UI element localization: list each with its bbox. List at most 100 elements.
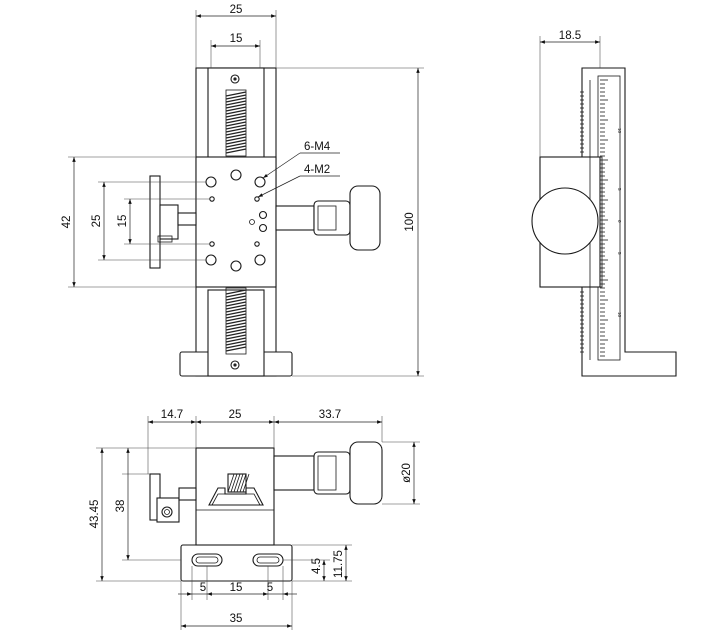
bottom-knob-collar (313, 451, 351, 495)
center-mark (249, 219, 255, 225)
side-knob (531, 187, 599, 255)
callout-m4: 6-M4 (304, 141, 331, 153)
front-view: 25 15 100 42 25 15 6-M4 4-M2 (61, 4, 424, 377)
hatch-line (225, 139, 247, 145)
hatch-line (236, 473, 244, 493)
center-pin (258, 210, 268, 220)
center-pin (258, 223, 268, 233)
dim-front-height: 100 (404, 212, 416, 231)
hatch-line (225, 121, 247, 127)
hatch-line (225, 109, 247, 115)
hatch-line (225, 97, 247, 103)
front-knob-shaft (275, 205, 315, 231)
hatch-line (225, 307, 247, 313)
hatch-line (225, 319, 247, 325)
m2-hole (254, 196, 260, 202)
side-scale-ticks-left (580, 91, 584, 353)
dim-bottom-base-height: 11.75 (333, 550, 345, 578)
front-knob-thimble (349, 185, 381, 251)
front-lock-tab (157, 235, 173, 243)
hatch-line (225, 328, 247, 334)
bottom-knob-shaft (273, 455, 315, 491)
dim-bottom-slot-pitch: 15 (230, 582, 243, 594)
hatch-line (225, 127, 247, 133)
dim-front-hole-span-inner: 15 (117, 215, 129, 228)
bottom-slot-left (191, 553, 223, 567)
side-scale-ticks (600, 79, 608, 357)
bottom-knob-sleeve (317, 455, 337, 491)
scale-label: 5 (617, 188, 622, 191)
hatch-line (225, 118, 247, 124)
hatch-line (225, 142, 247, 148)
m4-hole (254, 176, 266, 188)
m4-hole (205, 254, 217, 266)
hatch-line (225, 106, 247, 112)
m4-hole (230, 260, 242, 272)
hatch-line (225, 148, 247, 154)
hatch-line (225, 289, 247, 295)
dim-bottom-knob-diameter: ø20 (401, 463, 413, 483)
scale-label: 0 (617, 220, 622, 223)
hatch-line (225, 313, 247, 319)
hatch-line (225, 100, 247, 106)
hatch-line (225, 337, 247, 343)
hatch-line (230, 473, 238, 493)
bottom-knob-thimble (349, 441, 383, 505)
m2-hole (254, 241, 260, 247)
hatch-line (225, 91, 247, 97)
hatch-line (239, 473, 247, 493)
dim-side-width: 18.5 (559, 30, 581, 42)
dim-bottom-height-total: 43.45 (89, 500, 101, 529)
front-lock-plate (149, 175, 161, 269)
side-body (581, 67, 677, 377)
hatch-line (225, 292, 247, 298)
m4-hole (205, 176, 217, 188)
dim-bottom-body-width: 25 (229, 409, 242, 421)
scale-label: 5 (617, 252, 622, 255)
front-leadscrew-bottom-threads (225, 289, 247, 352)
m2-hole (209, 241, 215, 247)
dim-bottom-base-width: 35 (230, 613, 243, 625)
front-leadscrew-top-threads (225, 91, 247, 154)
hatch-line (225, 331, 247, 337)
bottom-lock-screw (161, 506, 173, 518)
hatch-line (225, 112, 247, 118)
hatch-line (225, 130, 247, 136)
dim-bottom-knob-extension: 33.7 (319, 409, 341, 421)
dim-bottom-height-body: 38 (115, 500, 127, 513)
dim-front-hole-span-outer: 25 (91, 215, 103, 228)
hatch-line (225, 301, 247, 307)
hatch-line (242, 473, 250, 493)
bottom-lock-plate (149, 473, 161, 521)
hatch-line (225, 133, 247, 139)
m2-hole (209, 196, 215, 202)
bottom-lock-shaft (178, 487, 197, 501)
hatch-line (225, 334, 247, 340)
hatch-line (225, 340, 247, 346)
dim-bottom-left-offset: 14.7 (161, 409, 183, 421)
dim-bottom-slot-height: 4.5 (311, 558, 323, 574)
hatch-line (225, 124, 247, 130)
bottom-nut-hatch (227, 473, 250, 493)
side-view: 10 5 0 5 10 18.5 (531, 30, 677, 377)
hatch-line (225, 343, 247, 349)
hatch-line (225, 103, 247, 109)
hatch-line (225, 115, 247, 121)
hatch-line (225, 145, 247, 151)
front-knob-sleeve (317, 205, 337, 231)
side-scale-labels: 10 5 0 5 10 (617, 128, 622, 318)
dim-front-inner-width: 15 (230, 33, 243, 45)
hatch-line (225, 136, 247, 142)
hatch-line (225, 316, 247, 322)
dim-front-top-width: 25 (230, 4, 243, 16)
hatch-line (225, 310, 247, 316)
hatch-line (225, 304, 247, 310)
dim-bottom-slot-right: 5 (267, 582, 273, 594)
hatch-line (227, 473, 235, 493)
hatch-line (225, 322, 247, 328)
bottom-view: 14.7 25 33.7 43.45 38 ø20 4.5 11.75 (89, 409, 420, 630)
front-lock-block (159, 204, 179, 240)
hatch-line (225, 295, 247, 301)
hatch-line (233, 473, 241, 493)
